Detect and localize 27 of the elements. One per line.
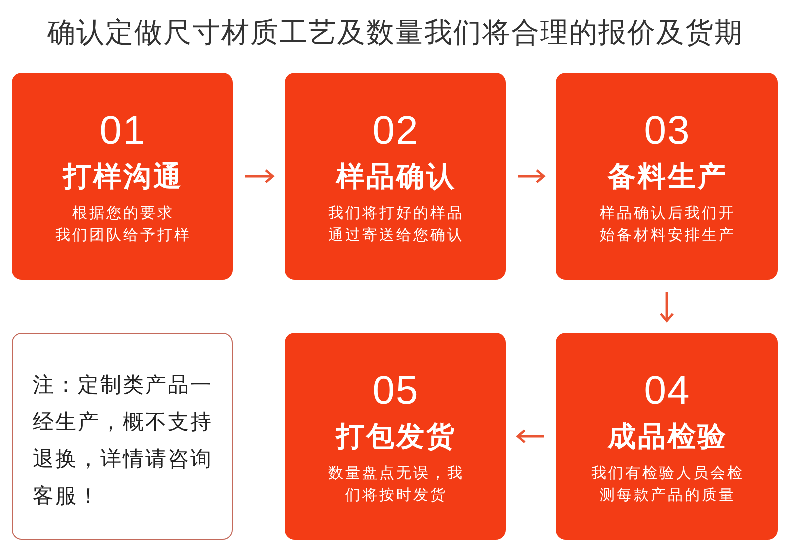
step-number: 04 (643, 368, 691, 414)
step-title: 成品检验 (606, 419, 728, 455)
step-number: 03 (643, 108, 691, 154)
step-number: 01 (98, 108, 146, 154)
page-title: 确认定做尺寸材质工艺及数量我们将合理的报价及货期 (46, 15, 744, 51)
step-description: 数量盘点无误，我们将按时发货 (328, 463, 465, 506)
step-description: 样品确认后我们开始备材料安排生产 (599, 203, 736, 246)
step-card (285, 73, 506, 280)
step-card (556, 73, 778, 280)
step-title: 打包发货 (334, 419, 456, 455)
step-number: 02 (372, 108, 420, 154)
arrow (518, 169, 546, 184)
note-text: 注：定制类产品一经生产，概不支持退换，详情请咨询客服！ (33, 372, 214, 510)
step-card (285, 333, 506, 540)
step-card (556, 333, 778, 540)
step-title: 打样沟通 (62, 159, 184, 195)
arrow (660, 292, 674, 322)
step-title: 样品确认 (334, 159, 456, 195)
note-card (12, 333, 233, 540)
step-description: 我们有检验人员会检测每款产品的质量 (590, 463, 745, 506)
arrow (245, 169, 274, 184)
step-card (12, 73, 233, 280)
step-title: 备料生产 (606, 159, 728, 195)
step-description: 我们将打好的样品通过寄送给您确认 (328, 203, 465, 246)
arrow (516, 429, 544, 444)
step-number: 05 (372, 368, 420, 414)
step-description: 根据您的要求我们团队给予打样 (54, 203, 192, 246)
